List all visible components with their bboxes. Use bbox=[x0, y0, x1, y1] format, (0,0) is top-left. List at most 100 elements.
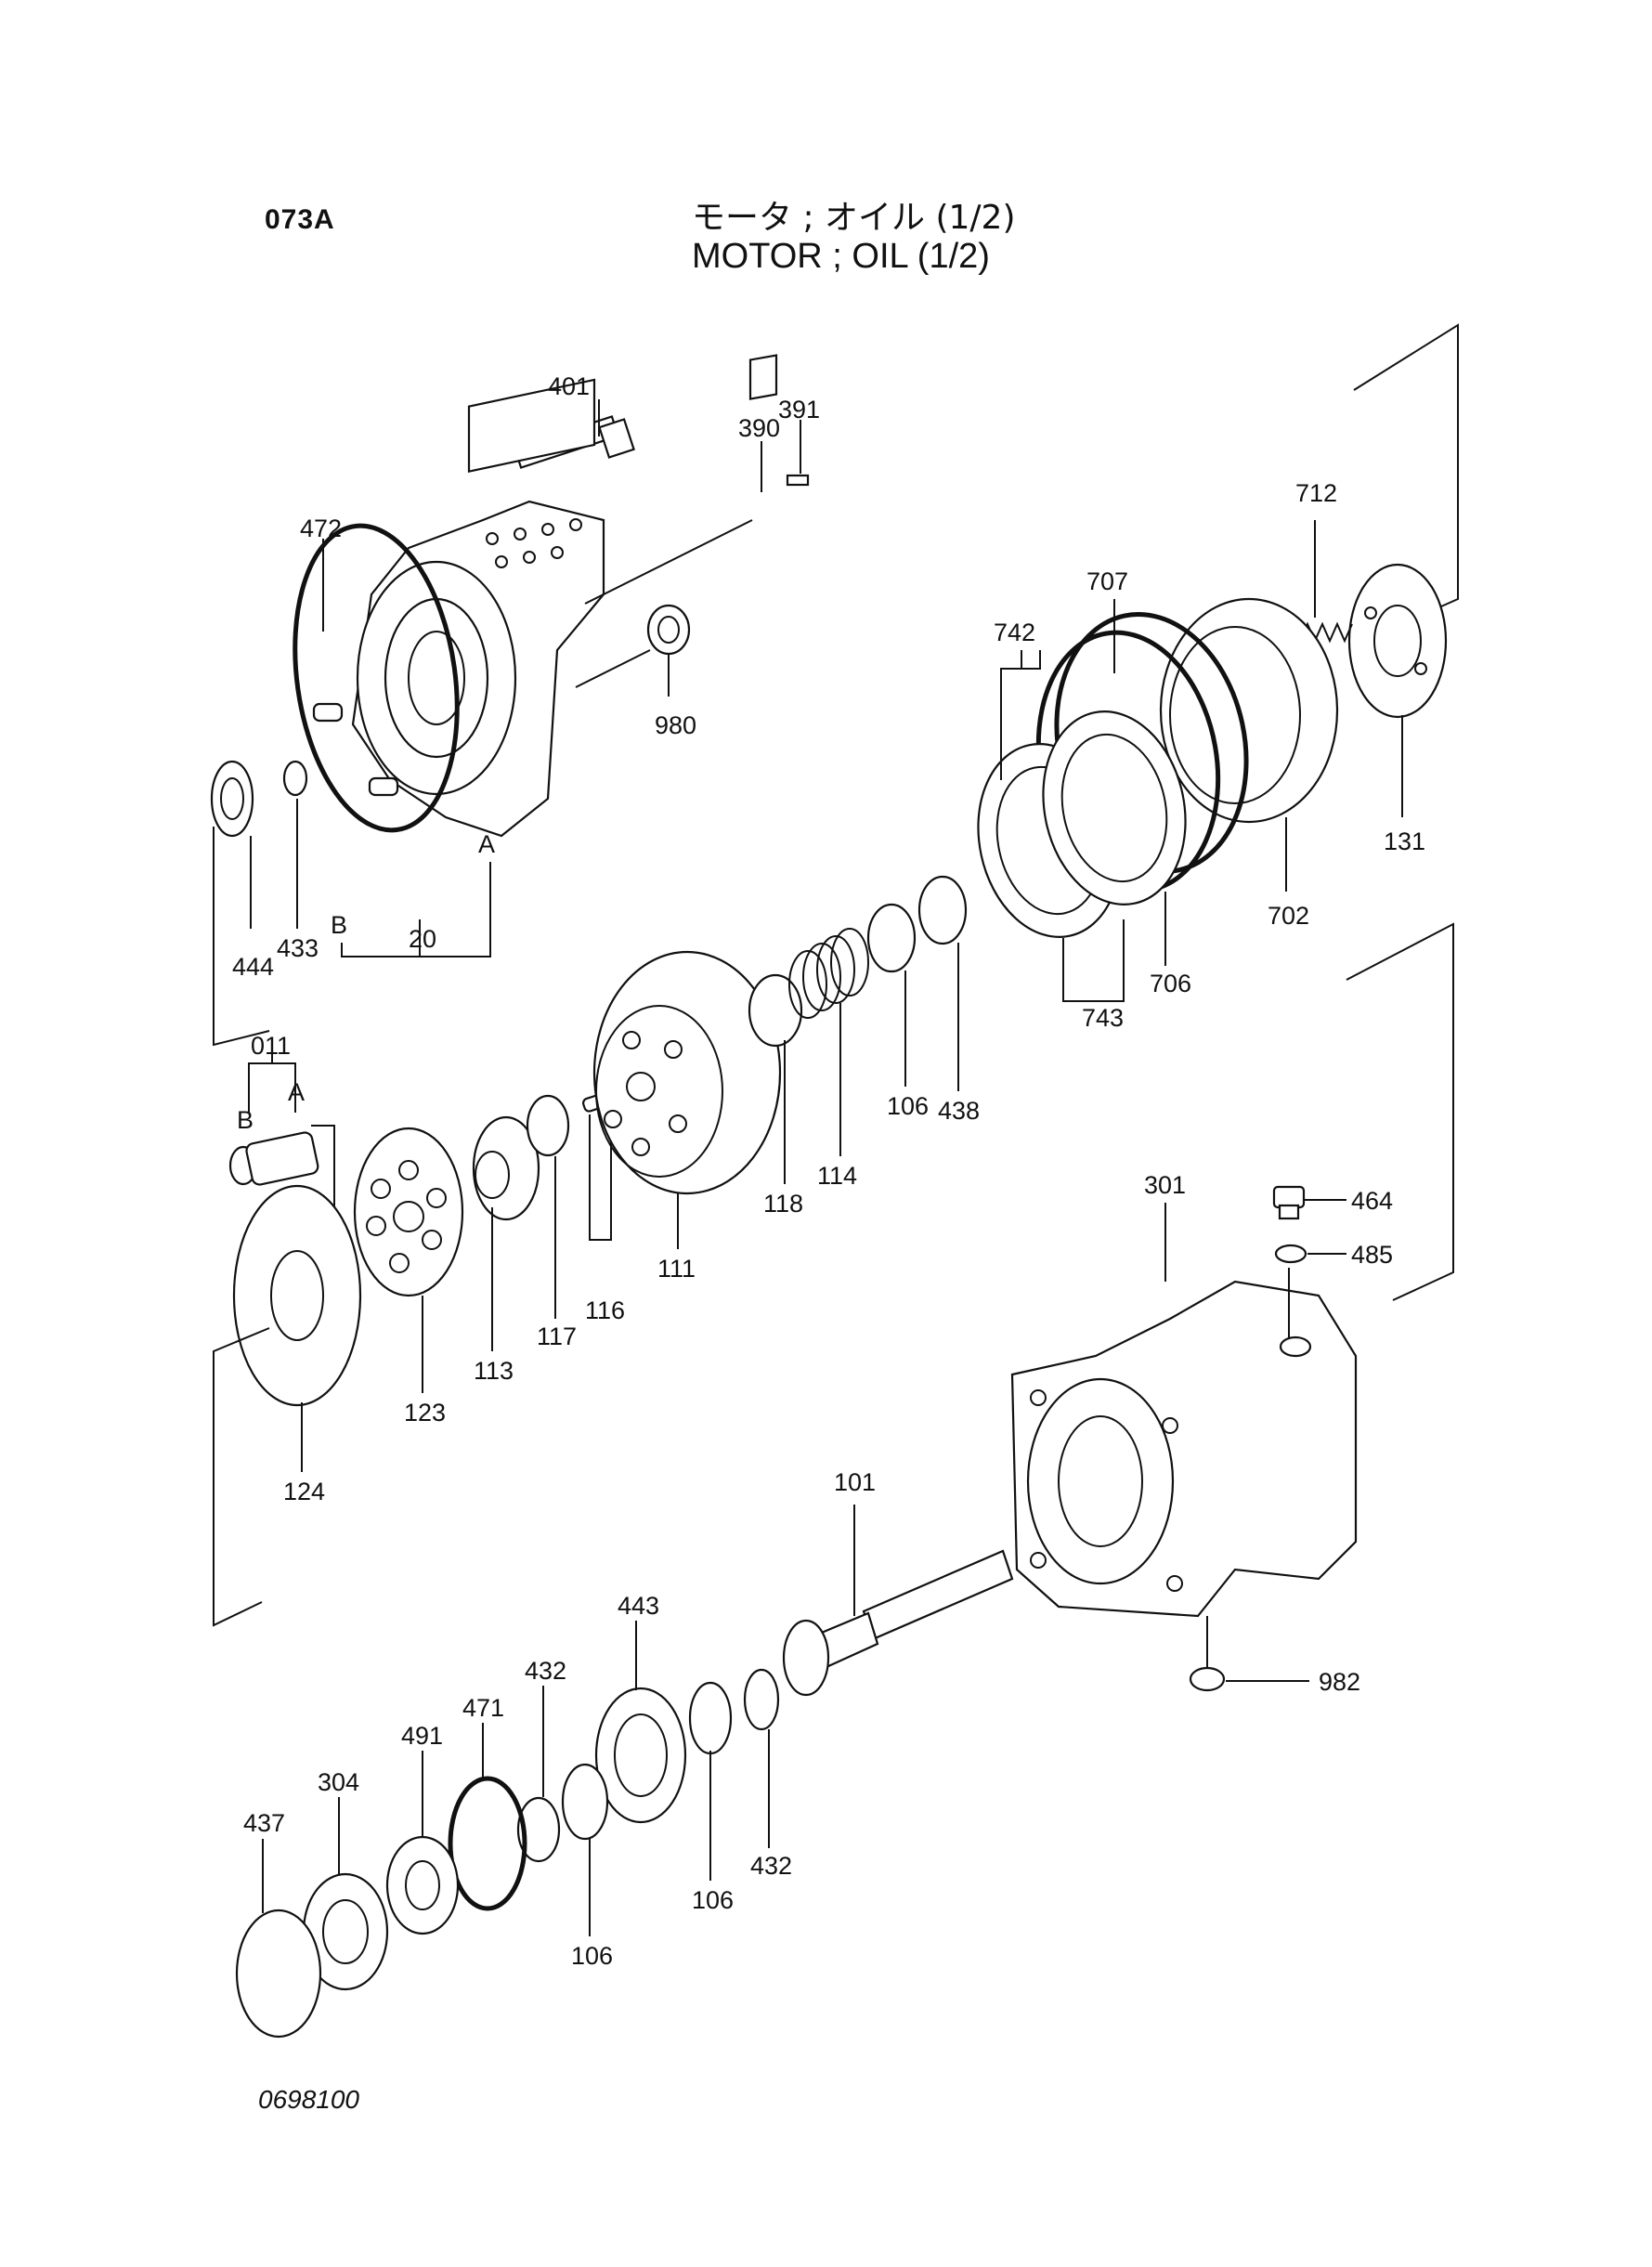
label-980: 980 bbox=[655, 711, 696, 739]
bearing-443[interactable] bbox=[594, 1687, 687, 1824]
label-106-upper: 106 bbox=[887, 1092, 929, 1120]
label-485: 485 bbox=[1351, 1241, 1393, 1269]
bearing-444[interactable] bbox=[210, 760, 254, 838]
motor-housing[interactable] bbox=[351, 378, 605, 838]
page-code: 073A bbox=[265, 204, 335, 235]
leader-980-housing bbox=[575, 649, 651, 688]
label-464: 464 bbox=[1351, 1187, 1393, 1215]
label-131: 131 bbox=[1384, 827, 1425, 855]
ring-118[interactable] bbox=[748, 973, 803, 1048]
housing-assembly-20 bbox=[210, 354, 810, 1047]
label-401: 401 bbox=[548, 372, 590, 400]
label-432-right: 432 bbox=[750, 1852, 792, 1880]
snap-ring-432-right[interactable] bbox=[743, 1668, 780, 1731]
pins-b[interactable] bbox=[312, 702, 399, 797]
label-702: 702 bbox=[1268, 902, 1309, 930]
outline-124 bbox=[213, 1327, 270, 1627]
rotating-group bbox=[213, 875, 968, 1627]
ring-106-upper[interactable] bbox=[866, 903, 917, 973]
label-123: 123 bbox=[404, 1399, 446, 1427]
leader-011-to-123 bbox=[311, 1125, 335, 1207]
plug-982[interactable] bbox=[1189, 1666, 1226, 1692]
title-japanese: モータ ; オイル (1/2) bbox=[692, 199, 1016, 237]
label-111: 111 bbox=[657, 1255, 696, 1283]
leader-116 bbox=[589, 1107, 612, 1241]
snap-ring-438[interactable] bbox=[917, 875, 968, 945]
label-118: 118 bbox=[763, 1190, 803, 1218]
label-106-lower: 106 bbox=[571, 1942, 613, 1970]
valve-plate-131[interactable] bbox=[1347, 563, 1448, 719]
o-ring-471[interactable] bbox=[448, 1776, 527, 1911]
label-304: 304 bbox=[318, 1768, 359, 1796]
separator-plates-743[interactable] bbox=[1026, 698, 1203, 919]
snap-ring-433[interactable] bbox=[282, 760, 308, 797]
label-712: 712 bbox=[1295, 479, 1337, 507]
label-742: 742 bbox=[994, 619, 1035, 646]
snap-ring-432-left[interactable] bbox=[516, 1796, 561, 1863]
ring-117[interactable] bbox=[526, 1094, 570, 1157]
cylinder-block-123[interactable] bbox=[353, 1127, 464, 1297]
o-ring-472[interactable] bbox=[277, 515, 475, 840]
screw-391[interactable] bbox=[786, 474, 810, 487]
ring-106-right[interactable] bbox=[688, 1681, 733, 1755]
label-011: 011 bbox=[251, 1032, 291, 1060]
mark-b-shaft: B bbox=[237, 1106, 254, 1134]
shaft-assy-011[interactable] bbox=[228, 1131, 319, 1186]
ring-106-left[interactable] bbox=[561, 1763, 609, 1841]
o-ring-485[interactable] bbox=[1274, 1244, 1307, 1264]
retaining-ring-437[interactable] bbox=[235, 1909, 322, 2039]
label-114: 114 bbox=[817, 1162, 857, 1190]
label-743: 743 bbox=[1082, 1004, 1124, 1032]
label-20: 20 bbox=[409, 925, 436, 953]
label-471: 471 bbox=[462, 1694, 504, 1722]
label-472: 472 bbox=[300, 515, 342, 542]
label-106-right: 106 bbox=[692, 1886, 734, 1914]
label-491: 491 bbox=[401, 1722, 443, 1750]
spline-disk-113[interactable] bbox=[472, 1115, 540, 1221]
seal-491[interactable] bbox=[385, 1835, 460, 1935]
callout-labels: 401 391 390 472 980 712 707 742 131 702 … bbox=[232, 372, 1425, 1970]
label-391: 391 bbox=[778, 396, 820, 423]
label-707: 707 bbox=[1086, 567, 1128, 595]
label-432-left: 432 bbox=[525, 1657, 566, 1685]
nameplate-390[interactable] bbox=[748, 354, 778, 400]
label-706: 706 bbox=[1150, 970, 1191, 997]
motor-casing-301[interactable] bbox=[1010, 1280, 1358, 1618]
label-117: 117 bbox=[537, 1322, 577, 1350]
gear-carrier-111[interactable] bbox=[592, 950, 782, 1195]
label-390: 390 bbox=[738, 414, 780, 442]
label-438: 438 bbox=[938, 1097, 980, 1125]
spring-114[interactable] bbox=[788, 928, 869, 1019]
drawing-number: 0698100 bbox=[258, 2085, 360, 2114]
cover-304[interactable] bbox=[302, 1872, 389, 1991]
title-english: MOTOR ; OIL (1/2) bbox=[692, 237, 990, 276]
label-982: 982 bbox=[1319, 1668, 1360, 1696]
label-444: 444 bbox=[232, 953, 274, 981]
bracket-20 bbox=[341, 862, 491, 958]
output-shaft-101[interactable] bbox=[782, 1549, 1014, 1697]
label-101: 101 bbox=[834, 1468, 876, 1496]
plug-980[interactable] bbox=[646, 604, 691, 656]
spring-712[interactable] bbox=[1299, 621, 1353, 644]
bracket-743 bbox=[1062, 919, 1125, 1002]
shaft-group bbox=[235, 1505, 1014, 2039]
brake-assembly bbox=[977, 323, 1459, 1301]
port-block bbox=[467, 378, 596, 568]
outline-301 bbox=[1346, 922, 1454, 1301]
label-113: 113 bbox=[474, 1357, 514, 1385]
plate-124[interactable] bbox=[232, 1184, 362, 1407]
casing-assembly-301 bbox=[1010, 1185, 1358, 1692]
label-437: 437 bbox=[243, 1809, 285, 1837]
mark-b-housing: B bbox=[331, 911, 347, 939]
label-124: 124 bbox=[283, 1478, 325, 1505]
label-443: 443 bbox=[618, 1592, 659, 1620]
label-301: 301 bbox=[1144, 1171, 1186, 1199]
outline-444-to-011 bbox=[213, 827, 270, 1047]
mark-a-housing: A bbox=[478, 830, 495, 858]
label-116: 116 bbox=[585, 1296, 625, 1324]
label-433: 433 bbox=[277, 934, 319, 962]
brake-piston-702[interactable] bbox=[1159, 597, 1339, 824]
plug-464[interactable] bbox=[1272, 1185, 1306, 1220]
